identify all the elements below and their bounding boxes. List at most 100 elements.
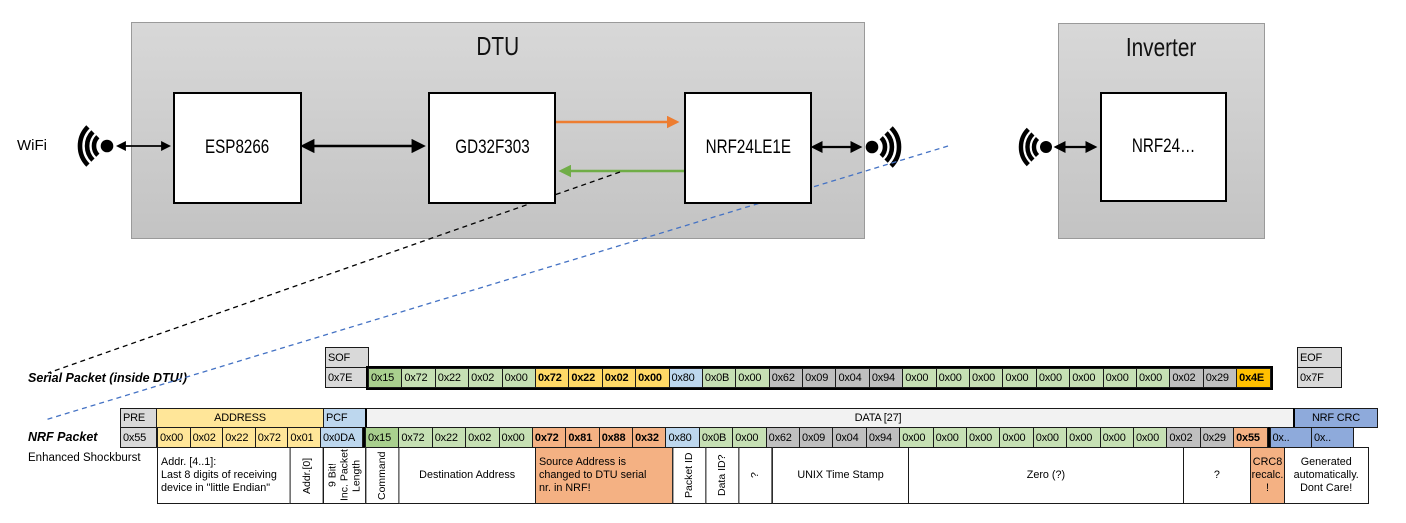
annotation-cell: ? bbox=[1182, 447, 1252, 504]
byte-cell: 0x72 bbox=[531, 427, 567, 448]
annotation-cell: Source Address is changed to DTU serial … bbox=[534, 447, 673, 504]
sof-header: SOF bbox=[325, 347, 369, 368]
annotation-cell: UNIX Time Stamp bbox=[771, 447, 910, 504]
annotation-cell: Addr.[0] bbox=[290, 447, 324, 504]
annotation-cell: Packet ID bbox=[671, 447, 706, 504]
eof-value: 0x7F bbox=[1297, 367, 1342, 388]
byte-cell: 0x02 bbox=[189, 427, 224, 448]
wifi-icon-inverter bbox=[1018, 127, 1052, 167]
dashed-pointer-serial bbox=[47, 171, 621, 374]
pcf-value: 0x0DA bbox=[319, 427, 363, 448]
wifi-icon-dtu-right bbox=[865, 126, 902, 168]
byte-cell: 0x55 bbox=[1233, 427, 1268, 448]
byte-cell: 0x00 bbox=[1135, 368, 1171, 388]
byte-cell: 0x15 bbox=[368, 368, 403, 388]
byte-cell: 0x72 bbox=[401, 368, 436, 388]
nrf-crc-header: NRF CRC bbox=[1293, 408, 1378, 428]
byte-cell: 0x02 bbox=[601, 368, 637, 388]
byte-cell: 0x09 bbox=[799, 427, 834, 448]
byte-cell: 0x00 bbox=[1099, 427, 1134, 448]
byte-cell: 0x22 bbox=[222, 427, 256, 448]
byte-cell: 0x02 bbox=[465, 427, 500, 448]
byte-cell: 0x00 bbox=[501, 368, 536, 388]
annotation-cell: Command bbox=[364, 447, 400, 504]
byte-cell: 0x0B bbox=[698, 427, 734, 448]
pcf-header: PCF bbox=[323, 408, 366, 428]
byte-cell: 0x00 bbox=[1066, 427, 1101, 448]
annotation-cell: Generated automatically. Dont Care! bbox=[1283, 447, 1369, 504]
dtu-title: DTU bbox=[476, 31, 520, 61]
byte-cell: 0x00 bbox=[1132, 427, 1168, 448]
annotation-cell: Addr. [4..1]: Last 8 digits of receiving… bbox=[157, 447, 292, 504]
byte-cell: 0x81 bbox=[565, 427, 600, 448]
annotation-cell: ? bbox=[738, 447, 773, 504]
address-header: ADDRESS bbox=[156, 408, 324, 428]
nrf24le1e-box: NRF24LE1E bbox=[684, 92, 812, 204]
sof-value: 0x7E bbox=[325, 367, 369, 388]
nrf-packet-label: NRF Packet bbox=[28, 430, 98, 444]
byte-cell: 0x01 bbox=[287, 427, 321, 448]
byte-cell: 0x09 bbox=[802, 368, 837, 388]
byte-cell: 0x02 bbox=[1166, 427, 1201, 448]
shockburst-label: Enhanced Shockburst bbox=[28, 452, 141, 464]
nrf-header-row: PRE ADDRESS PCF DATA [27] NRF CRC bbox=[120, 408, 1378, 428]
byte-cell: 0x80 bbox=[668, 368, 703, 388]
byte-cell: 0x22 bbox=[431, 427, 467, 448]
byte-cell: 0x29 bbox=[1199, 427, 1235, 448]
eof-header: EOF bbox=[1297, 347, 1342, 368]
byte-cell: 0x00 bbox=[635, 368, 670, 388]
byte-cell: 0x02 bbox=[468, 368, 503, 388]
byte-cell: 0x88 bbox=[598, 427, 634, 448]
byte-cell: 0x00 bbox=[966, 427, 1001, 448]
serial-packet-label: Serial Packet (inside DTU!) bbox=[28, 371, 188, 385]
byte-cell: 0x.. bbox=[1311, 427, 1354, 448]
byte-cell: 0x00 bbox=[999, 427, 1034, 448]
byte-cell: 0x22 bbox=[434, 368, 470, 388]
pre-value: 0x55 bbox=[120, 427, 157, 448]
byte-cell: 0x00 bbox=[899, 427, 934, 448]
byte-cell: 0x00 bbox=[1102, 368, 1137, 388]
byte-cell: 0x04 bbox=[835, 368, 870, 388]
annotation-cell: Zero (?) bbox=[908, 447, 1184, 504]
byte-cell: 0x72 bbox=[398, 427, 433, 448]
nrf-annotation-row: Addr. [4..1]: Last 8 digits of receiving… bbox=[157, 447, 1369, 504]
byte-cell: 0x00 bbox=[902, 368, 937, 388]
serial-eof-column: EOF 0x7F bbox=[1297, 347, 1342, 388]
byte-cell: 0x22 bbox=[568, 368, 603, 388]
annotation-cell: Destination Address bbox=[398, 447, 536, 504]
byte-cell: 0x29 bbox=[1202, 368, 1238, 388]
byte-cell: 0x00 bbox=[498, 427, 533, 448]
pre-header: PRE bbox=[120, 408, 157, 428]
gd32-box: GD32F303 bbox=[428, 92, 556, 204]
byte-cell: 0x0B bbox=[701, 368, 737, 388]
byte-cell: 0x80 bbox=[665, 427, 700, 448]
byte-cell: 0x4E bbox=[1236, 368, 1271, 388]
annotation-cell: 9 Bit! Inc. Packet Length bbox=[322, 447, 366, 504]
byte-cell: 0x00 bbox=[732, 427, 767, 448]
byte-cell: 0x00 bbox=[935, 368, 971, 388]
annotation-cell: Data ID? bbox=[704, 447, 740, 504]
inverter-nrf24-box: NRF24… bbox=[1100, 92, 1227, 202]
byte-cell: 0x32 bbox=[632, 427, 667, 448]
byte-cell: 0x72 bbox=[254, 427, 289, 448]
byte-cell: 0x62 bbox=[765, 427, 801, 448]
byte-cell: 0x02 bbox=[1169, 368, 1204, 388]
byte-cell: 0x00 bbox=[735, 368, 770, 388]
serial-sof-column: SOF 0x7E bbox=[325, 347, 369, 388]
byte-cell: 0x00 bbox=[1069, 368, 1104, 388]
byte-cell: 0x00 bbox=[969, 368, 1004, 388]
byte-cell: 0x15 bbox=[364, 427, 400, 448]
byte-cell: 0x00 bbox=[157, 427, 191, 448]
byte-cell: 0x00 bbox=[1002, 368, 1037, 388]
data-header: DATA [27] bbox=[365, 408, 1294, 428]
annotation-cell: CRC8 recalc. ! bbox=[1250, 447, 1285, 504]
byte-cell: 0x00 bbox=[1035, 368, 1071, 388]
byte-cell: 0x00 bbox=[932, 427, 967, 448]
byte-cell: 0x94 bbox=[868, 368, 904, 388]
esp8266-box: ESP8266 bbox=[173, 92, 302, 204]
wifi-icon-dtu-left bbox=[77, 125, 114, 167]
